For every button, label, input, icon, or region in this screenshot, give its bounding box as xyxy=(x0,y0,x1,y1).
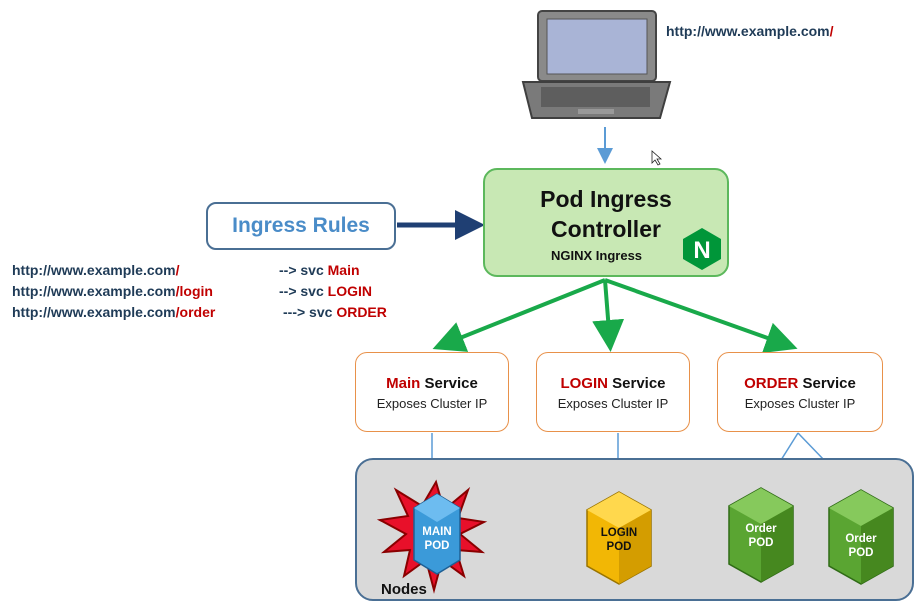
service-description: Exposes Cluster IP xyxy=(557,396,669,411)
nginx-logo-icon: N xyxy=(683,228,721,270)
rule-host: http://www.example.com xyxy=(12,304,176,320)
laptop-icon xyxy=(521,10,672,119)
pod-order-1-icon xyxy=(728,487,794,583)
service-suffix: Service xyxy=(612,375,666,392)
controller-title-line1: Pod Ingress xyxy=(540,186,672,212)
client-url-host: http://www.example.com xyxy=(666,23,830,39)
service-description: Exposes Cluster IP xyxy=(744,396,856,411)
rule-arrow: --> svc xyxy=(279,283,324,299)
rule-target: --> svc LOGIN xyxy=(279,283,372,299)
rule-item: http://www.example.com/login xyxy=(12,283,213,299)
nodes-label: Nodes xyxy=(381,581,427,598)
pod-label-line1: MAIN xyxy=(422,526,452,538)
ingress-controller-pod: Pod Ingress Controller NGINX Ingress N xyxy=(483,168,729,277)
controller-subtitle: NGINX Ingress xyxy=(551,248,643,263)
ingress-rules-box: Ingress Rules xyxy=(206,202,396,250)
pod-label-line2: POD xyxy=(848,547,874,559)
route-arrow-main xyxy=(432,278,606,352)
service-title: Main Service xyxy=(356,375,508,392)
client-url: http://www.example.com/ xyxy=(666,23,834,39)
route-arrow-order xyxy=(604,278,798,354)
rule-service: Main xyxy=(327,262,360,278)
pod-main-crashed-icon xyxy=(376,479,488,594)
service-box-main: Main Service Exposes Cluster IP xyxy=(355,352,509,432)
pod-order-2-icon xyxy=(828,489,894,585)
rule-target: ---> svc ORDER xyxy=(283,304,387,320)
rule-path: /login xyxy=(175,283,213,299)
service-title: LOGIN Service xyxy=(537,375,689,392)
client-url-path: / xyxy=(829,23,834,39)
rule-arrow: ---> svc xyxy=(283,304,333,320)
pod-login-label: LOGIN POD xyxy=(589,526,649,554)
pod-label-line2: POD xyxy=(748,537,774,549)
service-box-login: LOGIN Service Exposes Cluster IP xyxy=(536,352,690,432)
service-box-order: ORDER Service Exposes Cluster IP xyxy=(717,352,883,432)
rule-path: / xyxy=(175,262,180,278)
rule-target: --> svc Main xyxy=(279,262,360,278)
pod-label-line1: Order xyxy=(745,523,777,535)
rule-service: LOGIN xyxy=(327,283,372,299)
pod-order-1-label: Order POD xyxy=(731,522,791,550)
rule-item: http://www.example.com/ xyxy=(12,262,180,278)
rule-host: http://www.example.com xyxy=(12,283,176,299)
route-arrow-login xyxy=(592,279,625,352)
pod-label-line2: POD xyxy=(424,540,450,552)
rule-path: /order xyxy=(175,304,216,320)
rule-service: ORDER xyxy=(336,304,387,320)
service-name: Main xyxy=(386,375,421,392)
pod-order-2-label: Order POD xyxy=(831,532,891,560)
pod-label-line1: LOGIN xyxy=(600,527,638,539)
pod-label-line2: POD xyxy=(606,541,632,553)
service-suffix: Service xyxy=(424,375,478,392)
pod-label-line1: Order xyxy=(845,533,877,545)
pod-main-label: MAIN POD xyxy=(412,525,462,553)
service-suffix: Service xyxy=(802,375,856,392)
service-name: LOGIN xyxy=(560,375,608,392)
rule-item: http://www.example.com/order xyxy=(12,304,215,320)
controller-title-line2: Controller xyxy=(551,216,661,242)
pod-login-icon xyxy=(586,491,652,585)
rule-host: http://www.example.com xyxy=(12,262,176,278)
service-title: ORDER Service xyxy=(718,375,882,392)
rule-arrow: --> svc xyxy=(279,262,324,278)
service-description: Exposes Cluster IP xyxy=(376,396,488,411)
nginx-logo-letter: N xyxy=(693,237,710,264)
mouse-cursor-icon xyxy=(651,150,663,166)
service-name: ORDER xyxy=(744,375,799,392)
